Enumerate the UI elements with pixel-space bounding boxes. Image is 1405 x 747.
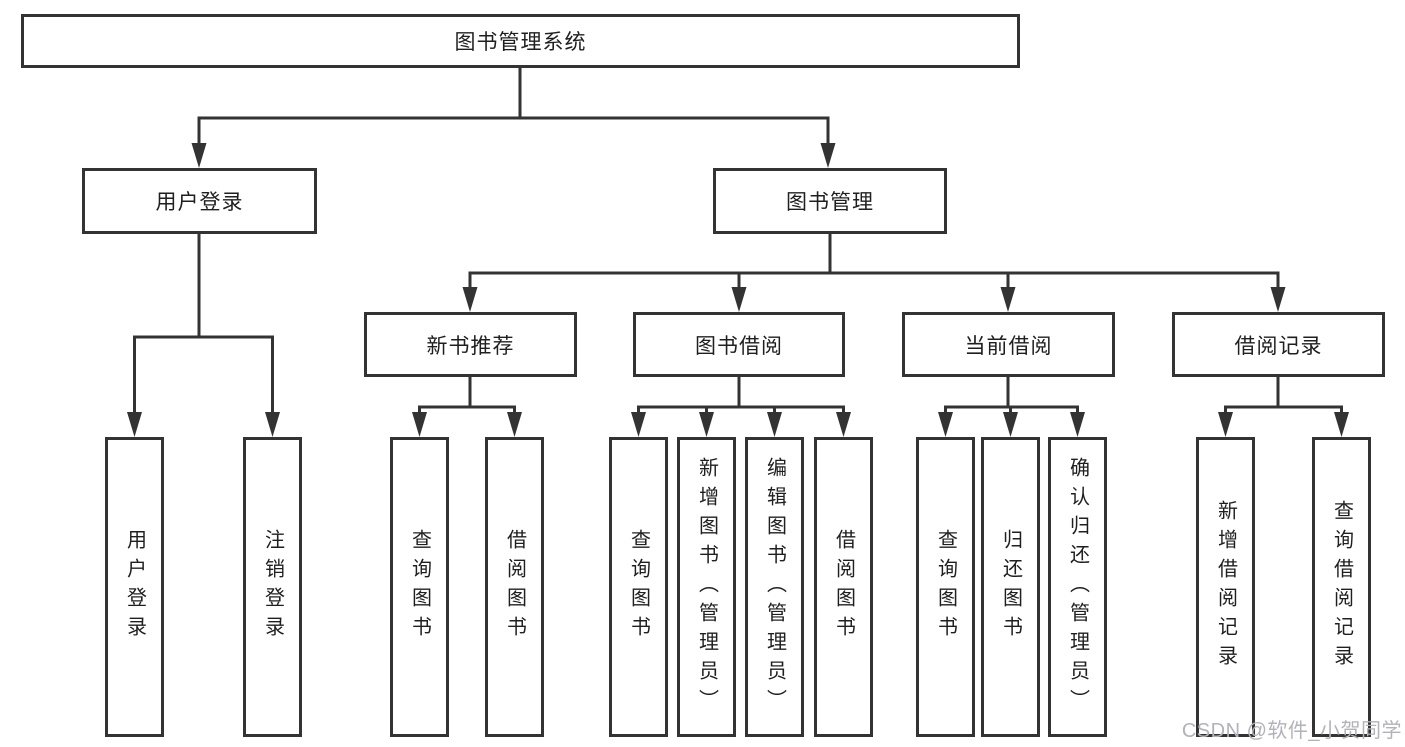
leaf-label: 用户登录 [123, 529, 146, 645]
node-label: 当前借阅 [964, 334, 1053, 358]
leaf-edit-book-admin: 编辑图书（管理员） [745, 437, 804, 737]
leaf-label: 借阅图书 [503, 529, 526, 645]
node-label: 图书借阅 [695, 334, 783, 358]
leaf-label: 新增借阅记录 [1214, 500, 1237, 674]
node-book-management: 图书管理 [713, 168, 947, 234]
leaf-confirm-return-admin: 确认归还（管理员） [1048, 437, 1107, 737]
node-root: 图书管理系统 [21, 14, 1020, 68]
leaf-query-book-1: 查询图书 [390, 437, 449, 737]
leaf-query-book-2: 查询图书 [609, 437, 668, 737]
leaf-label: 编辑图书（管理员） [763, 456, 786, 718]
leaf-label: 查询图书 [627, 529, 650, 645]
leaf-logout: 注销登录 [243, 437, 302, 737]
node-label: 图书管理系统 [454, 31, 587, 54]
leaf-label: 确认归还（管理员） [1066, 456, 1089, 718]
node-label: 图书管理 [786, 191, 874, 214]
leaf-label: 查询借阅记录 [1330, 500, 1353, 674]
node-label: 用户登录 [155, 191, 244, 214]
node-book-borrow: 图书借阅 [633, 312, 845, 377]
node-label: 新书推荐 [426, 334, 515, 358]
leaf-user-login: 用户登录 [105, 437, 164, 737]
node-user-login: 用户登录 [82, 168, 317, 234]
node-new-book-recommend: 新书推荐 [364, 312, 577, 377]
leaf-query-borrow-record: 查询借阅记录 [1312, 437, 1371, 737]
leaf-label: 查询图书 [408, 529, 431, 645]
leaf-query-book-3: 查询图书 [916, 437, 975, 737]
leaf-label: 归还图书 [999, 529, 1022, 645]
leaf-label: 新增图书（管理员） [695, 456, 718, 718]
leaf-label: 借阅图书 [832, 529, 855, 645]
leaf-return-book: 归还图书 [981, 437, 1040, 737]
leaf-label: 注销登录 [261, 529, 284, 645]
node-borrow-records: 借阅记录 [1172, 312, 1385, 377]
leaf-label: 查询图书 [934, 529, 957, 645]
leaf-add-book-admin: 新增图书（管理员） [677, 437, 736, 737]
node-current-borrow: 当前借阅 [902, 312, 1115, 377]
leaf-borrow-book-2: 借阅图书 [814, 437, 873, 737]
node-label: 借阅记录 [1234, 334, 1323, 358]
leaf-add-borrow-record: 新增借阅记录 [1196, 437, 1255, 737]
csdn-watermark: CSDN @软件_小贺同学 [1181, 720, 1402, 742]
leaf-borrow-book-1: 借阅图书 [485, 437, 544, 737]
